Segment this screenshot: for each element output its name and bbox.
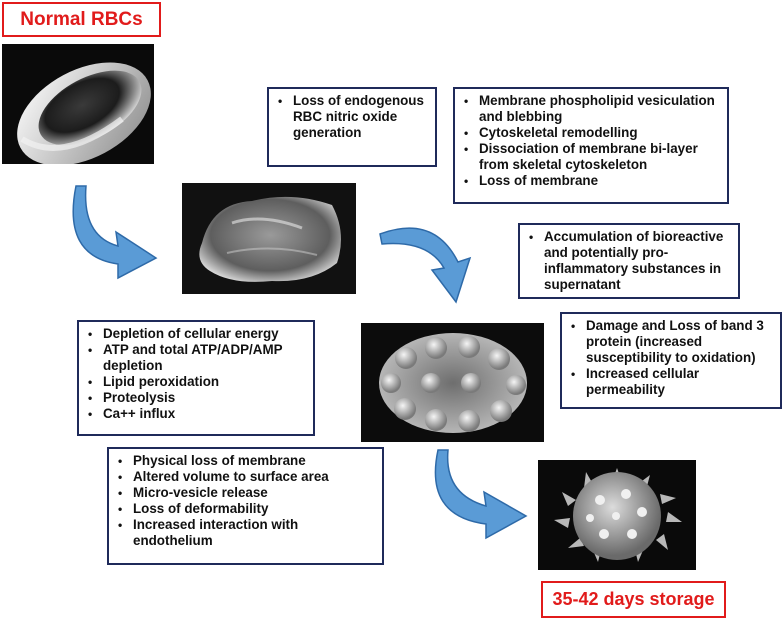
physical-changes-box: Physical loss of membrane Altered volume… <box>107 447 384 565</box>
list-item: Cytoskeletal remodelling <box>459 125 721 141</box>
normal-rbc-label: Normal RBCs <box>2 2 161 37</box>
list-item: Dissociation of membrane bi-layer from s… <box>459 141 721 173</box>
membrane-changes-box: Membrane phospholipid vesiculation and b… <box>453 87 729 204</box>
list-item: Membrane phospholipid vesiculation and b… <box>459 93 721 125</box>
accumulation-box: Accumulation of bioreactive and potentia… <box>518 223 740 299</box>
curved-arrow-3-icon <box>434 449 528 540</box>
list-item: Loss of deformability <box>113 501 376 517</box>
early-storage-rbc-image <box>182 183 356 294</box>
list-item: Lipid peroxidation <box>83 374 307 390</box>
list-item: Ca++ influx <box>83 406 307 422</box>
list-item: Increased cellular permeability <box>566 366 774 398</box>
list-item: Increased interaction with endothelium <box>113 517 376 549</box>
storage-duration-label: 35-42 days storage <box>541 581 726 618</box>
list-item: Altered volume to surface area <box>113 469 376 485</box>
list-item: Physical loss of membrane <box>113 453 376 469</box>
echinocyte-rbc-image <box>361 323 544 442</box>
band3-damage-box: Damage and Loss of band 3 protein (incre… <box>560 312 782 409</box>
list-item: Accumulation of bioreactive and potentia… <box>524 229 732 293</box>
curved-arrow-2-icon <box>379 227 472 304</box>
list-item: Depletion of cellular energy <box>83 326 307 342</box>
list-item: ATP and total ATP/ADP/AMP depletion <box>83 342 307 374</box>
nitric-oxide-box: Loss of endogenous RBC nitric oxide gene… <box>267 87 437 167</box>
list-item: Loss of endogenous RBC nitric oxide gene… <box>273 93 429 141</box>
list-item: Loss of membrane <box>459 173 721 189</box>
list-item: Proteolysis <box>83 390 307 406</box>
spheroechinocyte-rbc-image <box>538 460 696 570</box>
energy-depletion-box: Depletion of cellular energy ATP and tot… <box>77 320 315 436</box>
normal-rbc-image <box>2 44 154 164</box>
list-item: Micro-vesicle release <box>113 485 376 501</box>
list-item: Damage and Loss of band 3 protein (incre… <box>566 318 774 366</box>
curved-arrow-1-icon <box>72 185 158 280</box>
